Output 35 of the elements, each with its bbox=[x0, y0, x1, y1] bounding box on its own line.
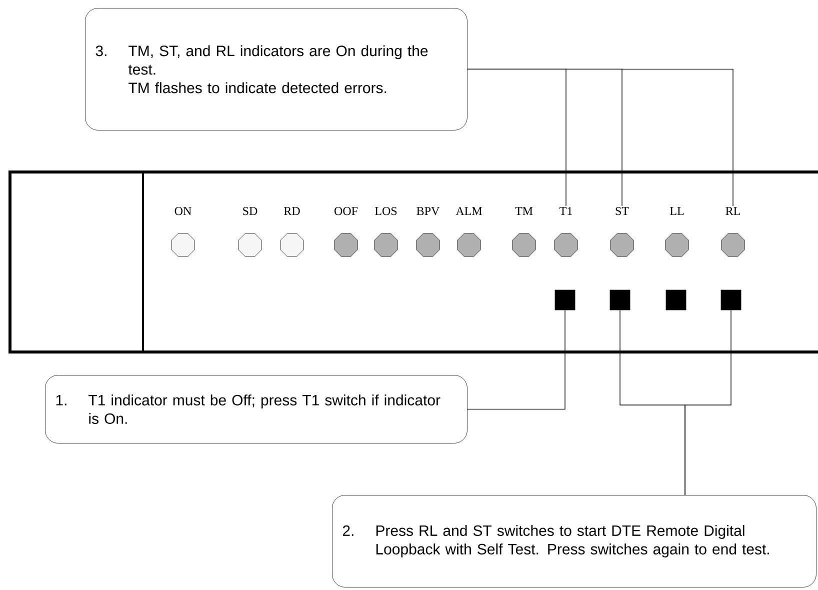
push-switch bbox=[610, 290, 630, 310]
indicator-led: ST bbox=[610, 207, 634, 257]
indicator-led: LL bbox=[665, 207, 689, 257]
node-label: T1 bbox=[560, 207, 572, 215]
node-label: SD bbox=[243, 207, 258, 216]
leader-line bbox=[467, 68, 734, 206]
indicator-led: TM bbox=[512, 207, 536, 257]
node-label: RL bbox=[726, 207, 740, 215]
push-switch bbox=[666, 290, 686, 310]
indicator-led: RL bbox=[721, 207, 745, 257]
indicator-led: T1 bbox=[554, 207, 578, 257]
indicator-led: ON bbox=[171, 207, 195, 257]
node-label: RD bbox=[284, 207, 300, 216]
node-label: ST bbox=[616, 207, 629, 216]
node-label: LL bbox=[670, 207, 684, 215]
node-label: ON bbox=[174, 207, 192, 216]
indicator-led: SD bbox=[238, 207, 262, 257]
node-label: LOS bbox=[375, 207, 397, 216]
push-switch bbox=[554, 290, 576, 310]
front-panel bbox=[8, 170, 818, 354]
indicator-led: LOS bbox=[374, 207, 398, 257]
indicator-led: OOF bbox=[334, 207, 358, 257]
node-label: ALM bbox=[456, 207, 482, 215]
leader-line bbox=[684, 310, 732, 496]
indicator-led: BPV bbox=[416, 207, 440, 257]
leader-line bbox=[467, 310, 566, 410]
node-label: OOF bbox=[334, 207, 358, 216]
node-label: BPV bbox=[416, 207, 440, 216]
callout-box: 3. TM, ST, and RL indicators are On during the test. TM flashes to indicate detected errors. bbox=[85, 8, 468, 130]
callout-box: 1. T1 indicator must be Off; press T1 switch if indicator is On. bbox=[45, 375, 468, 444]
indicator-led: ALM bbox=[456, 207, 482, 257]
push-switch bbox=[720, 290, 742, 310]
callout-box: 2. Press RL and ST switches to start DTE Remote Digital Loopback with Self Test. Press switches again to end test. bbox=[332, 495, 816, 588]
node-label: TM bbox=[515, 207, 533, 215]
indicator-led: RD bbox=[280, 207, 304, 257]
